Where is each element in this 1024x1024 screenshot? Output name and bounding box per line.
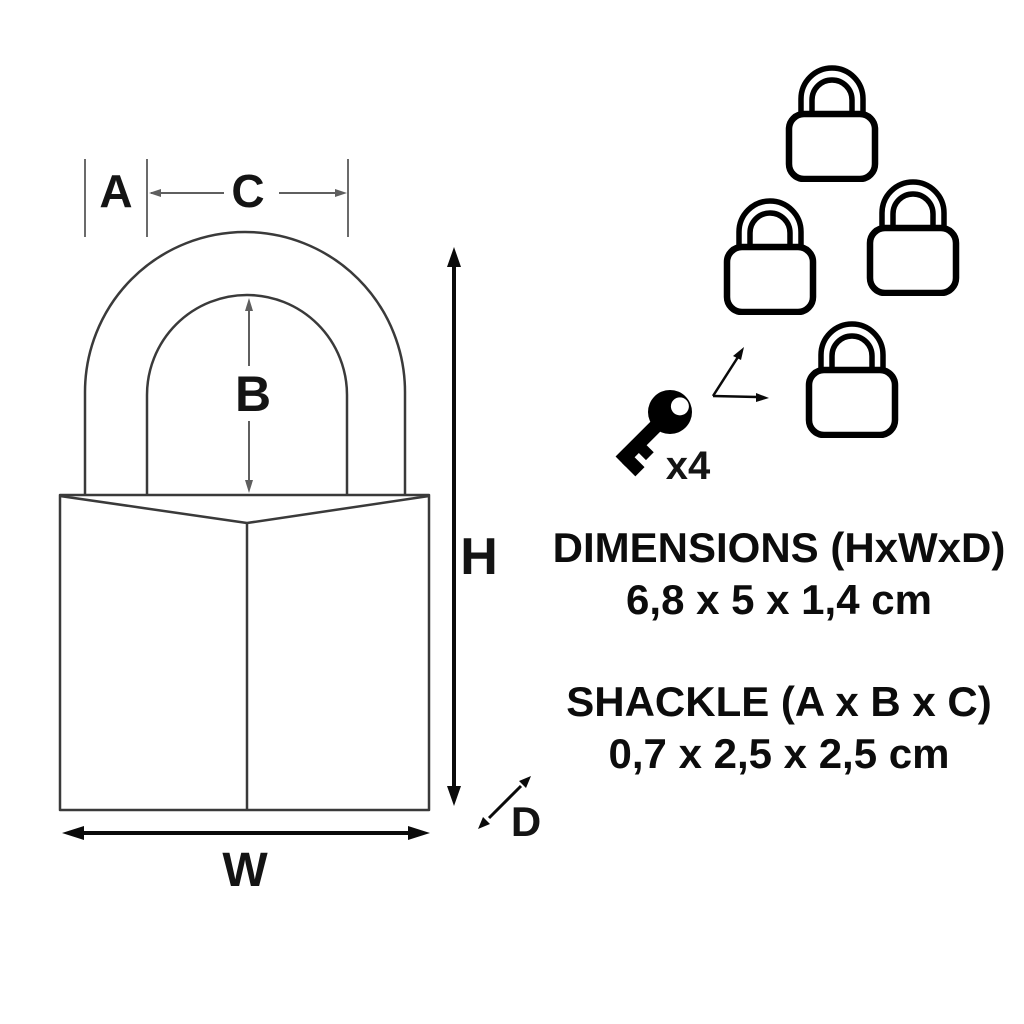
dimension-label-d: D <box>510 798 542 845</box>
shackle-height-dimension-line <box>245 298 253 493</box>
lock-outline-drawing <box>58 230 431 812</box>
dimension-label-w: W <box>222 844 268 897</box>
dimension-label-a: A <box>99 165 133 217</box>
shackle-inner-outline <box>145 293 349 495</box>
padlock-icon <box>785 65 879 182</box>
shackle-outer-outline <box>83 230 407 495</box>
depth-arrow <box>478 776 531 829</box>
padlock-icon <box>866 179 960 296</box>
shackle-title: SHACKLE (A x B x C) <box>566 678 992 725</box>
dimension-ticks <box>84 159 349 237</box>
shackle-value: 0,7 x 2,5 x 2,5 cm <box>608 730 950 777</box>
dimension-label-b: B <box>234 366 272 422</box>
key-to-locks-arrows <box>711 347 769 402</box>
dimension-label-c: C <box>231 165 265 217</box>
dimensions-value: 6,8 x 5 x 1,4 cm <box>626 576 932 623</box>
dimensions-spec-block: DIMENSIONS (HxWxD) 6,8 x 5 x 1,4 cm <box>534 522 1024 626</box>
padlock-icon <box>723 198 817 315</box>
dimension-label-h: H <box>460 528 498 586</box>
height-arrow <box>447 247 461 806</box>
key-count-label: x4 <box>665 444 711 488</box>
lock-body-outline <box>58 493 431 812</box>
padlock-icon <box>805 321 899 438</box>
width-arrow <box>62 826 430 840</box>
key-icon <box>615 390 692 477</box>
shackle-spec-block: SHACKLE (A x B x C) 0,7 x 2,5 x 2,5 cm <box>534 676 1024 780</box>
dimensions-title: DIMENSIONS (HxWxD) <box>552 524 1006 571</box>
shackle-width-dimension-line <box>149 189 347 197</box>
